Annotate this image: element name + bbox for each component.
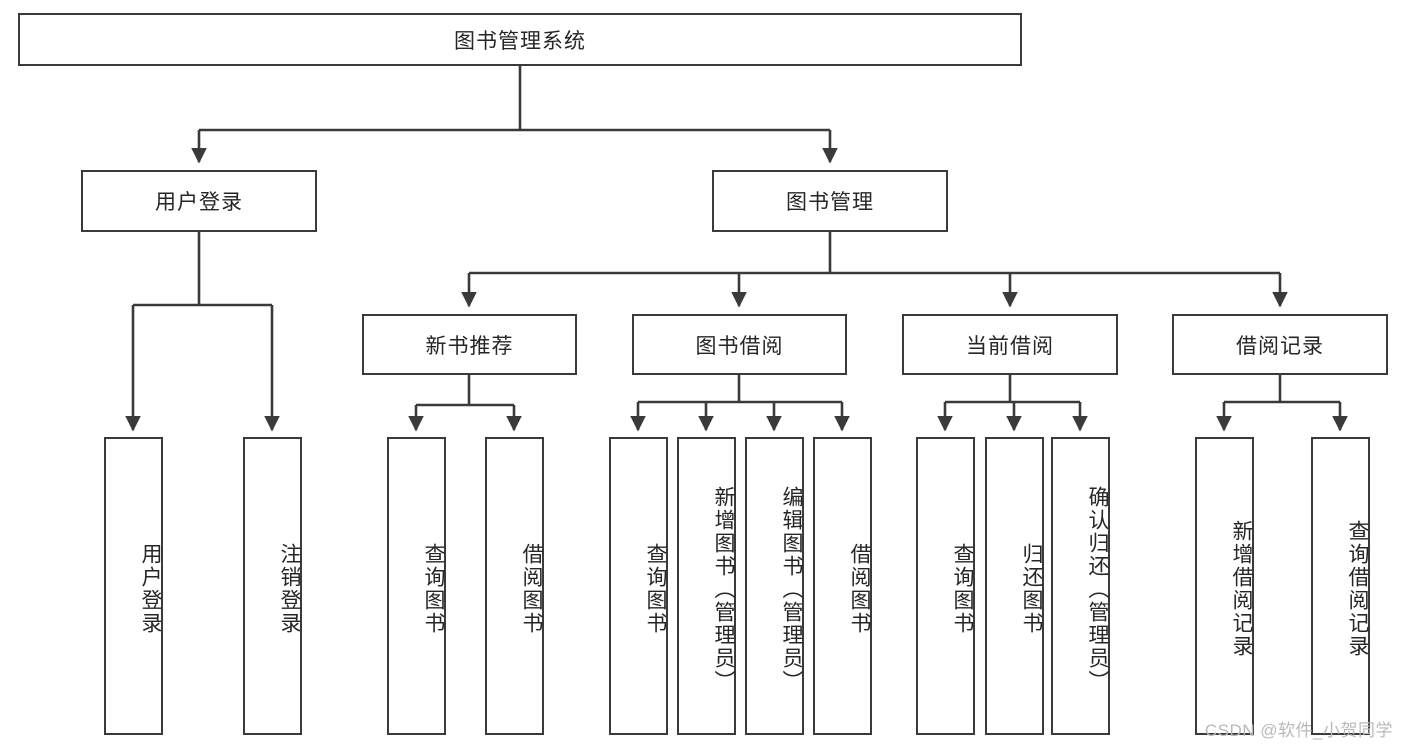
node-label: 当前借阅 [966,334,1054,358]
node-label: 新增借阅记录 [1230,520,1253,658]
node-book-borrow[interactable]: 图书借阅 [632,314,847,375]
leaf-borrow-edit-book-admin[interactable]: 编辑图书（管理员） [745,437,804,735]
node-label: 新增图书（管理员） [712,485,735,693]
node-book-management[interactable]: 图书管理 [712,170,948,232]
node-label: 注销登录 [278,543,301,635]
node-label: 查询图书 [422,543,445,635]
node-root-system[interactable]: 图书管理系统 [18,13,1022,66]
node-label: 借阅记录 [1236,334,1324,358]
node-borrow-record[interactable]: 借阅记录 [1172,314,1388,375]
leaf-recommend-borrow-book[interactable]: 借阅图书 [485,437,544,735]
leaf-borrow-query-book[interactable]: 查询图书 [609,437,668,735]
node-label: 编辑图书（管理员） [780,485,803,693]
node-label: 图书借阅 [695,334,784,358]
watermark-text: CSDN @软件_小贺同学 [1204,721,1393,740]
node-label: 借阅图书 [848,543,871,635]
leaf-user-login-login[interactable]: 用户登录 [104,437,163,735]
leaf-record-add-record[interactable]: 新增借阅记录 [1195,437,1254,735]
leaf-recommend-query-book[interactable]: 查询图书 [387,437,446,735]
leaf-user-login-logout[interactable]: 注销登录 [243,437,302,735]
node-label: 新书推荐 [425,334,514,358]
leaf-record-query-record[interactable]: 查询借阅记录 [1311,437,1370,735]
node-label: 查询图书 [644,543,667,635]
node-current-borrow[interactable]: 当前借阅 [902,314,1118,375]
leaf-borrow-borrow-book[interactable]: 借阅图书 [813,437,872,735]
node-label: 归还图书 [1020,543,1043,635]
node-label: 查询图书 [951,543,974,635]
leaf-current-query-book[interactable]: 查询图书 [916,437,975,735]
node-label: 图书管理系统 [454,29,586,53]
leaf-current-return-book[interactable]: 归还图书 [985,437,1044,735]
node-label: 确认归还（管理员） [1086,485,1109,693]
node-label: 用户登录 [155,191,243,214]
node-label: 查询借阅记录 [1346,520,1369,658]
node-new-book-recommend[interactable]: 新书推荐 [362,314,577,375]
leaf-current-confirm-return-admin[interactable]: 确认归还（管理员） [1051,437,1110,735]
leaf-borrow-add-book-admin[interactable]: 新增图书（管理员） [677,437,736,735]
node-label: 图书管理 [786,191,874,214]
node-user-login[interactable]: 用户登录 [81,170,317,232]
node-label: 用户登录 [139,543,162,635]
node-label: 借阅图书 [520,543,543,635]
